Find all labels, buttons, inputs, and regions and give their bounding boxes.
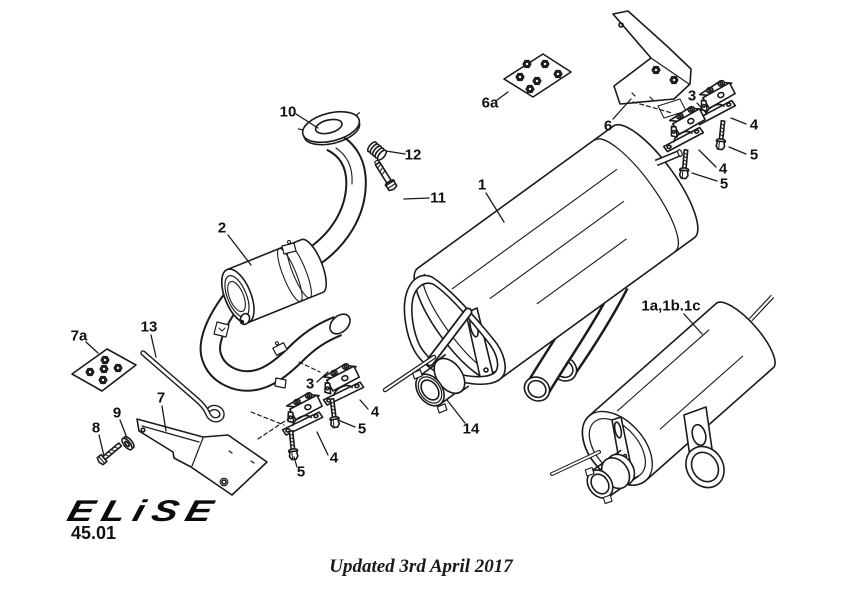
callout-11: 11 [430,189,446,207]
callout-4-mid-b: 4 [329,449,339,467]
callout-5-mid-a: 5 [357,420,367,438]
callout-8: 8 [91,419,101,437]
washer-9 [121,435,135,451]
callout-2: 2 [217,219,227,237]
callout-10: 10 [279,103,297,121]
callout-5-top-a: 5 [749,146,759,164]
footer-note: Updated 3rd April 2017 [329,556,513,577]
callout-4-mid-a: 4 [370,403,380,421]
callout-5-mid-b: 5 [296,463,306,481]
callout-4-top-a: 4 [749,116,759,134]
callout-14: 14 [462,420,480,438]
bolt-11 [374,159,398,192]
callout-6a: 6a [481,94,499,112]
callout-3-mid: 3 [305,375,315,393]
spring-12 [366,141,388,161]
callout-7a: 7a [70,327,88,345]
mounting-bracket-6 [612,10,692,119]
callout-7: 7 [156,389,166,407]
leader-lines [85,91,747,468]
screw-8 [96,442,123,466]
callout-6: 6 [603,117,613,135]
gasket-plate-7a [71,348,137,392]
rear-silencer [550,294,776,505]
support-bracket-7 [136,361,321,496]
gasket-plate-6a [503,53,572,98]
callout-5-top-b: 5 [719,175,729,193]
callout-1: 1 [477,176,487,194]
catalytic-converter-assembly [199,110,367,392]
section-number: 45.01 [71,523,117,543]
callout-1a1b1c: 1a,1b.1c [641,297,701,315]
callout-4-top-b: 4 [718,160,728,178]
callout-3-top: 3 [687,87,697,105]
callout-12: 12 [404,146,422,164]
callout-9: 9 [112,404,122,422]
callout-13: 13 [140,318,158,336]
main-silencer [382,123,699,414]
support-rod-13 [140,350,225,423]
